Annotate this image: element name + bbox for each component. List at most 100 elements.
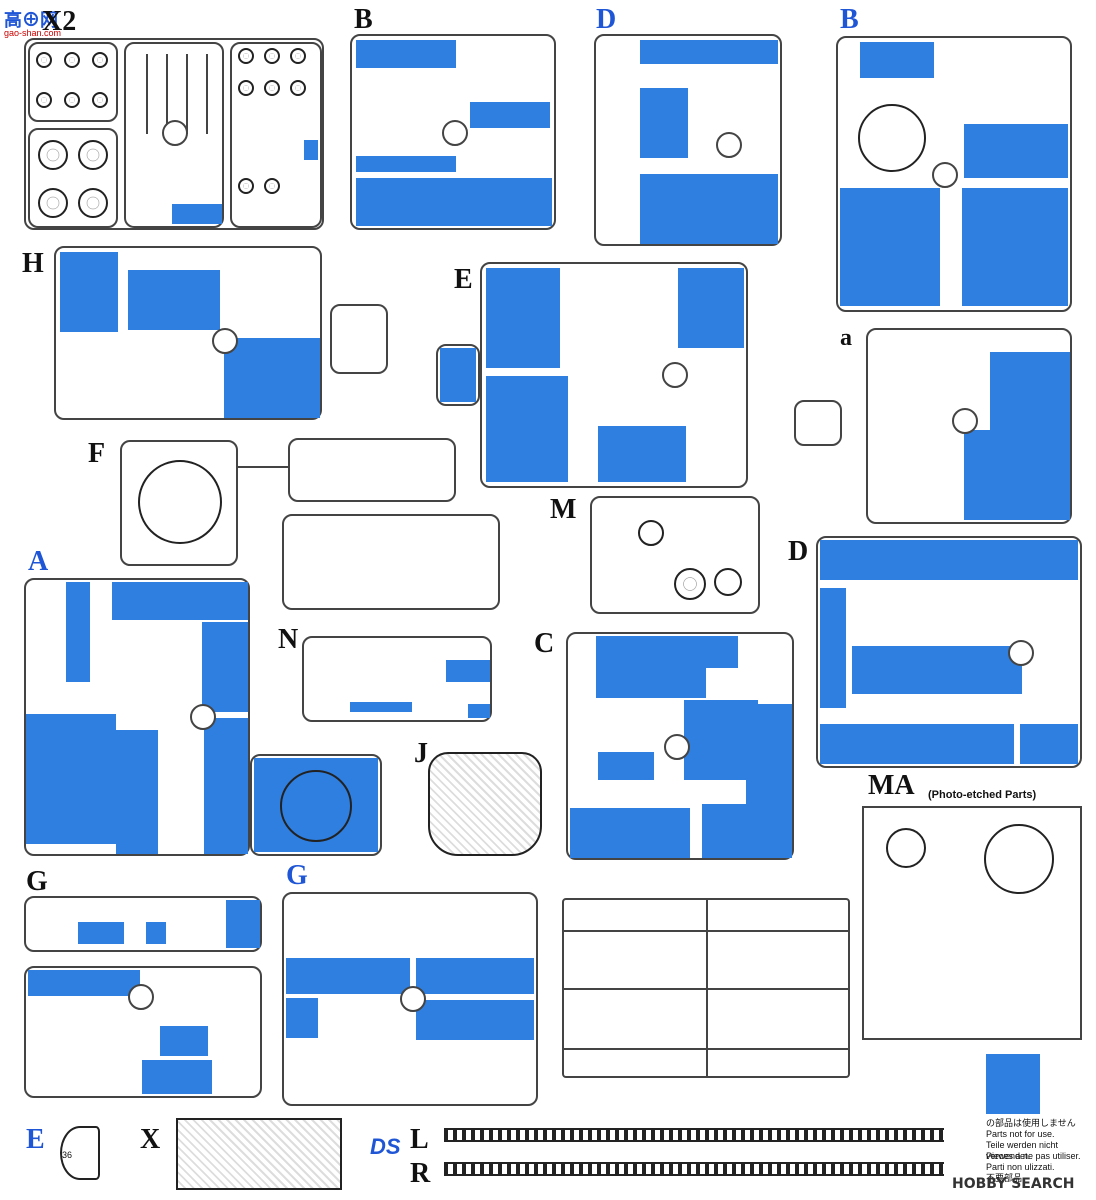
sprue-label-ma-sub: (Photo-etched Parts) bbox=[928, 789, 1037, 801]
sprue-a-small bbox=[866, 328, 1072, 524]
runner bbox=[238, 466, 288, 468]
sprue-gate bbox=[952, 408, 978, 434]
part-e36 bbox=[60, 1126, 100, 1180]
unused-part-highlight bbox=[570, 808, 690, 858]
unused-part-highlight bbox=[964, 430, 1070, 520]
sprue-label-g2: G bbox=[286, 860, 308, 891]
sprue-label-l: L bbox=[410, 1124, 429, 1155]
unused-part-highlight bbox=[142, 1060, 212, 1094]
unused-part-highlight bbox=[356, 156, 456, 172]
road-wheel bbox=[238, 80, 254, 96]
sprue-b-top bbox=[350, 34, 556, 230]
sprue-label-x: X bbox=[140, 1124, 161, 1155]
sprue-m bbox=[590, 496, 760, 614]
unused-part-highlight bbox=[440, 348, 476, 402]
sprue-gate bbox=[442, 120, 468, 146]
sprue-h-extension bbox=[330, 304, 388, 374]
sprue-gate bbox=[662, 362, 688, 388]
unused-part-highlight bbox=[860, 42, 934, 78]
ds-logo: DS bbox=[370, 1134, 401, 1159]
unused-part-highlight bbox=[350, 702, 412, 712]
sprue-f-right-bottom bbox=[282, 514, 500, 610]
turret-part-j bbox=[428, 752, 542, 856]
unused-part-highlight bbox=[962, 188, 1068, 306]
sprue-label-b-right: B bbox=[840, 4, 859, 35]
track-r bbox=[444, 1162, 944, 1176]
sprue-gate bbox=[664, 734, 690, 760]
road-wheel bbox=[264, 80, 280, 96]
sprue-gate bbox=[716, 132, 742, 158]
unused-part-highlight bbox=[702, 804, 750, 858]
unused-part-highlight bbox=[112, 582, 248, 620]
unused-part-highlight bbox=[26, 714, 116, 844]
m-round-part bbox=[638, 520, 664, 546]
sprue-e bbox=[480, 262, 748, 488]
sprue-label-f: F bbox=[88, 438, 106, 469]
unused-part-highlight bbox=[204, 718, 248, 854]
sprue-label-e-bottom: E bbox=[26, 1124, 45, 1155]
unused-part-highlight bbox=[202, 622, 248, 712]
road-wheel bbox=[92, 52, 108, 68]
notice-it: Parti non ulizzati. bbox=[986, 1162, 1055, 1172]
sprue-gate bbox=[128, 984, 154, 1010]
unused-part-highlight bbox=[688, 636, 738, 668]
site-logo: 高⊕网 bbox=[4, 10, 58, 30]
m-round-part bbox=[674, 568, 706, 600]
sprue-g2 bbox=[282, 892, 538, 1106]
unused-part-highlight bbox=[598, 426, 686, 482]
runner bbox=[166, 54, 168, 134]
road-wheel bbox=[64, 52, 80, 68]
unused-part-highlight bbox=[684, 700, 758, 756]
sprue-gate bbox=[932, 162, 958, 188]
road-wheel bbox=[238, 48, 254, 64]
notice-jp: の部品は使用しません bbox=[986, 1118, 1076, 1128]
unused-part-highlight bbox=[286, 998, 318, 1038]
unused-part-highlight bbox=[128, 270, 220, 330]
sprocket-wheel bbox=[38, 140, 68, 170]
photo-etched-fret bbox=[862, 806, 1082, 1040]
sprue-g1-top bbox=[24, 896, 262, 952]
hull-part-x bbox=[176, 1118, 342, 1190]
sprue-a-small-extension bbox=[794, 400, 842, 446]
unused-part-highlight bbox=[446, 660, 490, 682]
sprue-label-b-top: B bbox=[354, 4, 373, 35]
notice-cn: 不要部品 bbox=[986, 1173, 1023, 1183]
unused-part-highlight bbox=[146, 922, 166, 944]
unused-parts-swatch bbox=[986, 1054, 1040, 1114]
road-wheel bbox=[290, 48, 306, 64]
sprue-gate bbox=[1008, 640, 1034, 666]
sprue-label-a-big: A bbox=[28, 546, 49, 577]
runner bbox=[564, 930, 848, 932]
road-wheel bbox=[264, 48, 280, 64]
unused-part-highlight bbox=[486, 268, 560, 368]
runner bbox=[146, 54, 148, 134]
unused-part-highlight bbox=[416, 1000, 534, 1040]
sprue-x2 bbox=[24, 38, 324, 230]
hobby-search-watermark: HOBBY SEARCH bbox=[952, 1176, 1075, 1192]
unused-part-highlight bbox=[596, 636, 706, 698]
unused-part-highlight bbox=[416, 958, 534, 994]
unused-part-highlight bbox=[640, 174, 778, 244]
runner bbox=[564, 988, 848, 990]
unused-part-highlight bbox=[820, 724, 1014, 764]
turret-ring-part bbox=[858, 104, 926, 172]
sprue-label-d-right: D bbox=[788, 536, 809, 567]
track-l bbox=[444, 1128, 944, 1142]
sprue-a-big bbox=[24, 578, 250, 856]
sprue-h bbox=[54, 246, 322, 420]
pe-ring bbox=[886, 828, 926, 868]
sprue-b-right bbox=[836, 36, 1072, 312]
road-wheel bbox=[36, 92, 52, 108]
road-wheel bbox=[64, 92, 80, 108]
pe-fan bbox=[984, 824, 1054, 894]
part-e36-number: 36 bbox=[62, 1150, 73, 1160]
road-wheel bbox=[92, 92, 108, 108]
sprue-d-right bbox=[816, 536, 1082, 768]
sprue-label-h: H bbox=[22, 248, 44, 279]
sprue-gate bbox=[212, 328, 238, 354]
sprue-e-extension bbox=[436, 344, 480, 406]
sprue-label-d-top: D bbox=[596, 4, 617, 35]
unused-part-highlight bbox=[66, 582, 90, 682]
unused-part-highlight bbox=[990, 352, 1070, 440]
unused-part-highlight bbox=[964, 124, 1068, 178]
